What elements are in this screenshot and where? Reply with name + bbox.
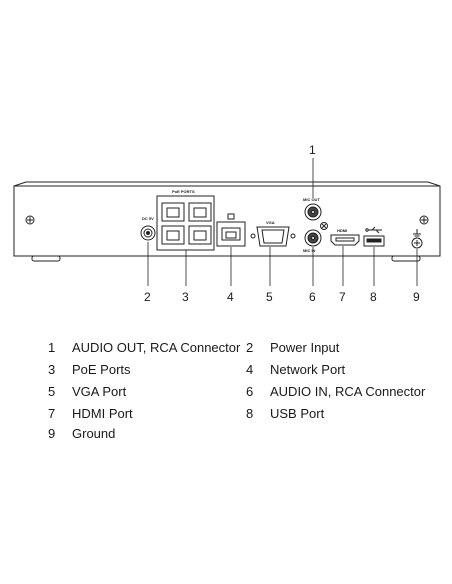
nvr-chassis [13,181,441,262]
legend-text: Network Port [270,362,346,377]
callout-1: 1 [309,143,316,157]
rear-panel-diagram: DC 5V PoE PORTS VGA MIC OUT MIC I [13,143,441,304]
mic-out-label: MIC OUT [303,197,320,202]
poe-ports-block [156,195,215,251]
legend-text: AUDIO OUT, RCA Connector [72,340,241,355]
poe-ports-label: PoE PORTS [172,189,195,194]
vga-port [250,226,296,247]
legend-number: 1 [48,340,56,355]
callout-3: 3 [182,290,189,304]
hdmi-port [330,234,360,246]
legend-item-3: 3 PoE Ports [48,362,131,378]
network-port [216,221,246,247]
legend-number: 9 [48,426,56,441]
legend-item-1: 1 AUDIO OUT, RCA Connector [48,340,240,356]
ground-icon [413,229,421,239]
right-screw-icon [419,215,429,225]
legend-number: 6 [246,384,254,399]
callout-7: 7 [339,290,346,304]
left-screw-icon [25,215,35,225]
legend-text: Power Input [270,340,340,355]
usb-icon [365,226,382,234]
callout-4: 4 [227,290,234,304]
legend-number: 2 [246,340,254,355]
network-icon [227,213,235,220]
callout-6: 6 [309,290,316,304]
legend-item-2: 2 Power Input [246,340,339,356]
audio-in-rca-connector [304,229,322,247]
power-input-connector [140,225,156,241]
legend-item-8: 8 USB Port [246,406,324,422]
legend-item-9: 9 Ground [48,426,115,442]
legend-text: VGA Port [72,384,127,399]
vga-label: VGA [266,220,275,225]
ground-screw [411,237,423,249]
legend-text: HDMI Port [72,406,133,421]
legend-number: 8 [246,406,254,421]
dc-label: DC 5V [142,216,154,221]
callout-8: 8 [370,290,377,304]
legend-number: 4 [246,362,254,377]
legend-item-4: 4 Network Port [246,362,345,378]
hdmi-label: HDMI [337,228,347,233]
legend-item-7: 7 HDMI Port [48,406,133,422]
legend-text: USB Port [270,406,325,421]
mid-screw-icon [320,222,328,230]
legend-number: 3 [48,362,56,377]
mic-in-label: MIC IN [303,248,316,253]
audio-out-rca-connector [304,203,322,221]
usb-port [363,235,385,247]
callout-9: 9 [413,290,420,304]
legend-text: Ground [72,426,116,441]
legend-item-6: 6 AUDIO IN, RCA Connector [246,384,425,400]
leader-lines [147,158,418,286]
legend-number: 7 [48,406,56,421]
callout-2: 2 [144,290,151,304]
callout-5: 5 [266,290,273,304]
legend-text: AUDIO IN, RCA Connector [270,384,426,399]
legend-text: PoE Ports [72,362,131,377]
legend-number: 5 [48,384,56,399]
legend-item-5: 5 VGA Port [48,384,126,400]
